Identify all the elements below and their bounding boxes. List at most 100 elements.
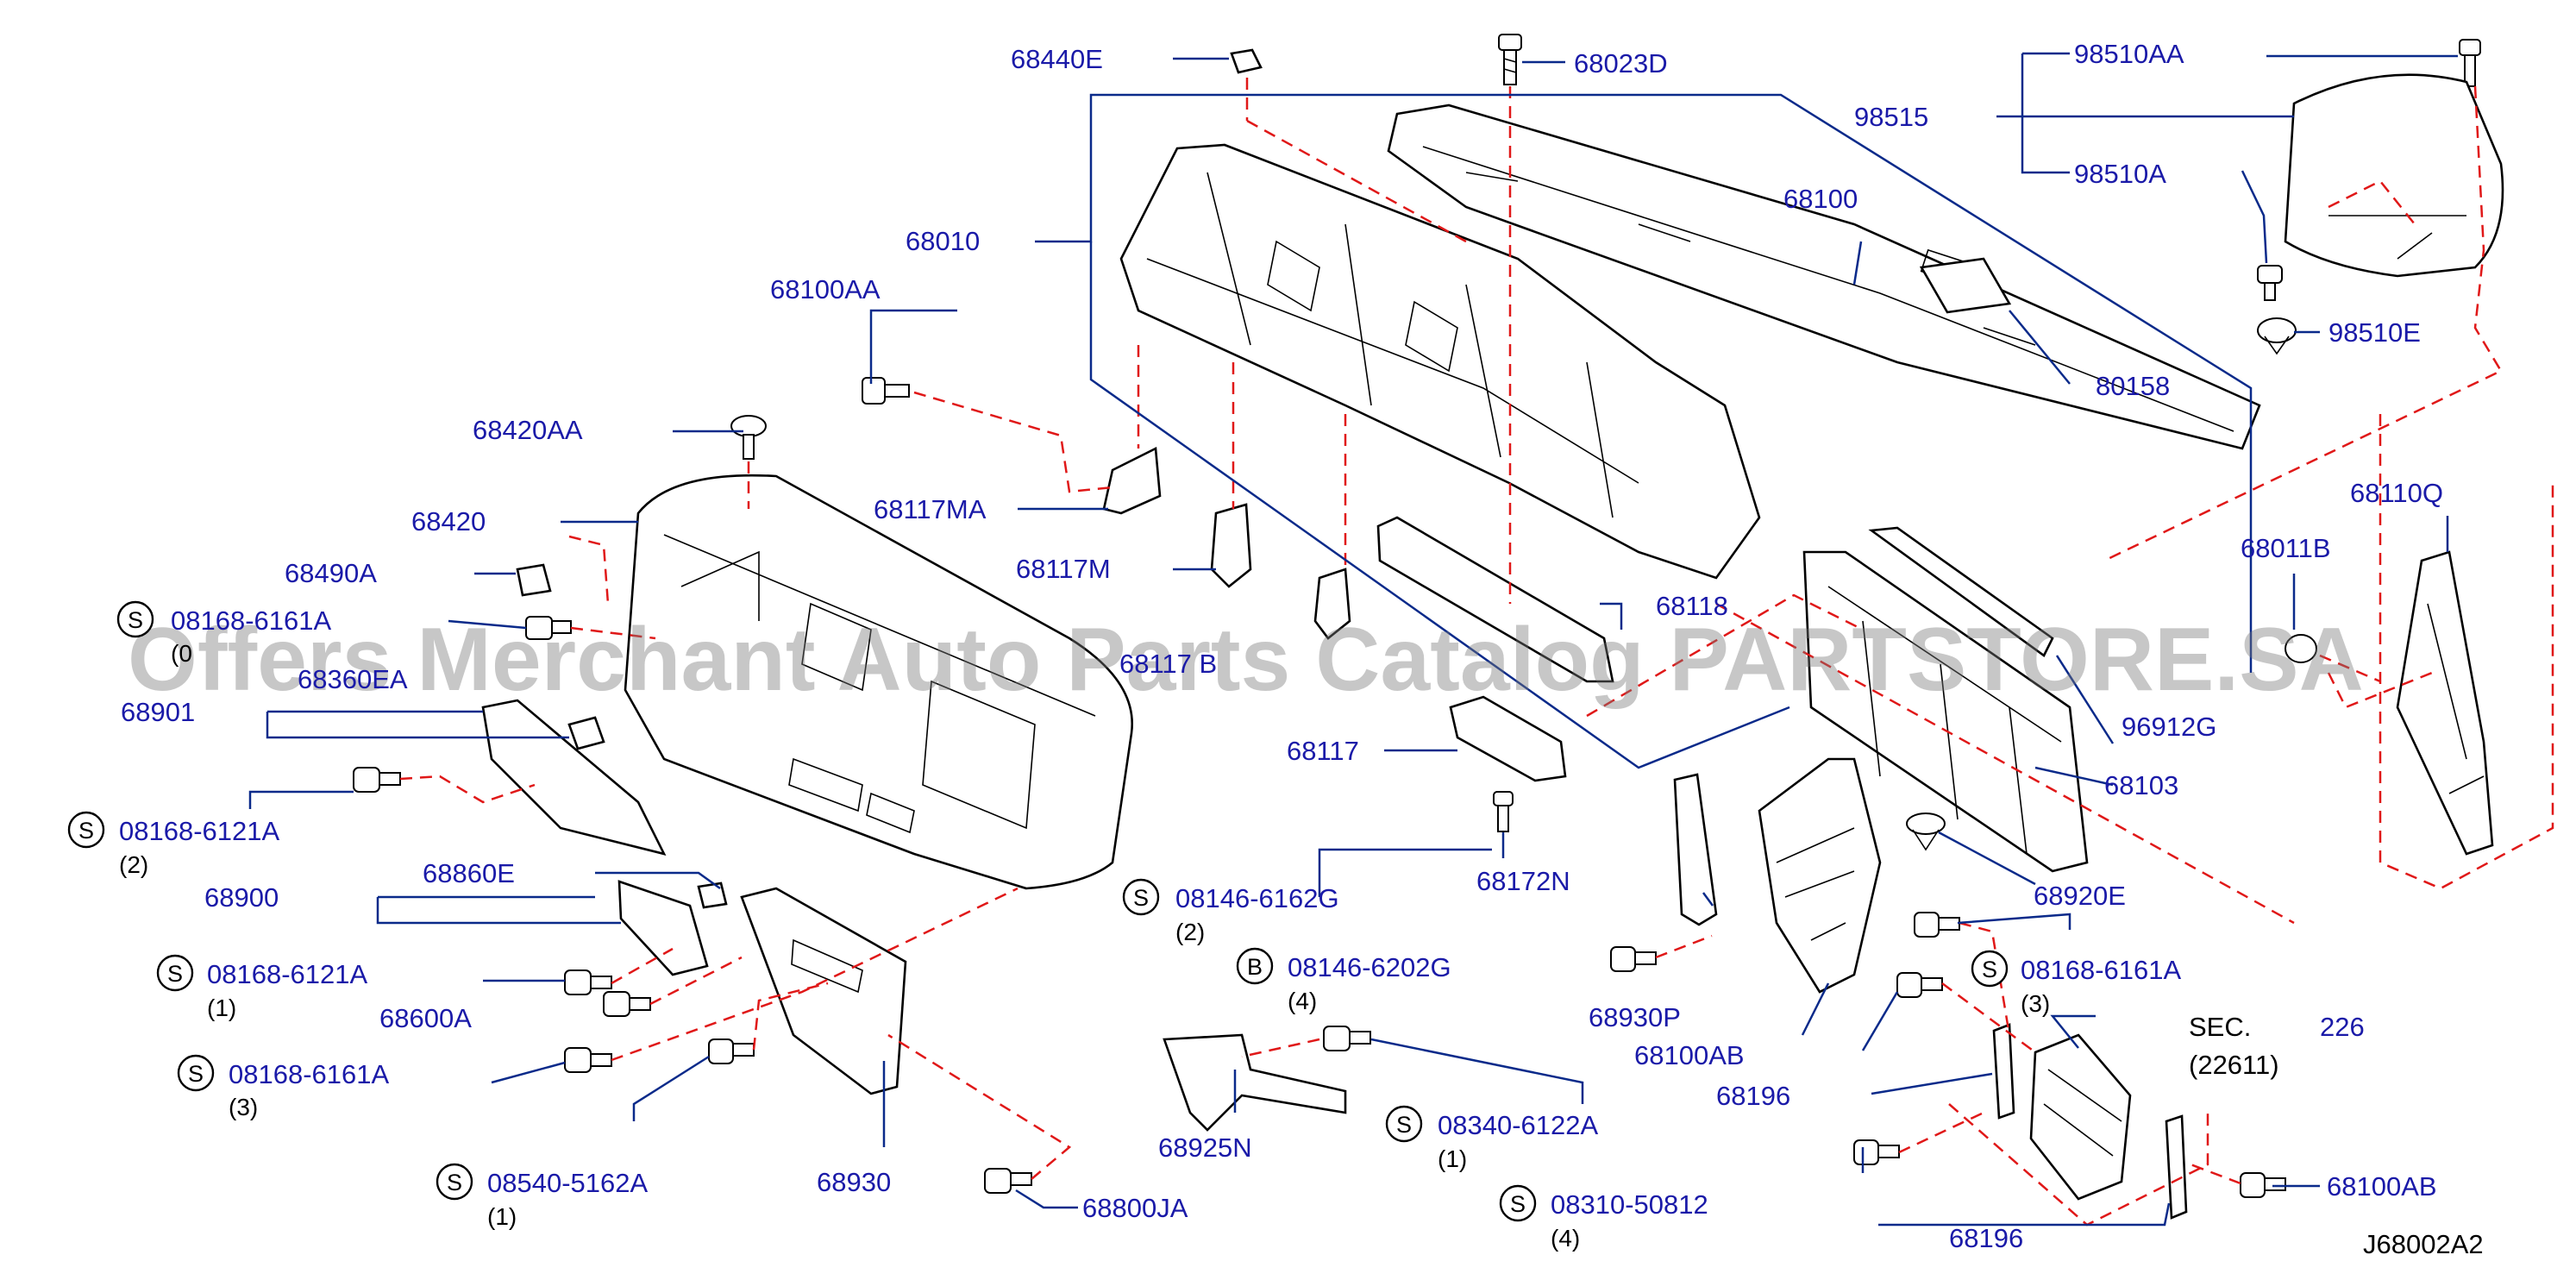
std-part-9[interactable]: S 08310-50812 (4) xyxy=(1499,1184,1708,1252)
assembly-dashed-lines xyxy=(399,78,2554,1227)
std-part-3[interactable]: S 08168-6121A (1) xyxy=(156,954,367,1021)
label-68011B[interactable]: 68011B xyxy=(2241,533,2331,563)
label-68420[interactable]: 68420 xyxy=(411,506,486,536)
label-68925N[interactable]: 68925N xyxy=(1158,1133,1252,1163)
label-68196-a[interactable]: 68196 xyxy=(1716,1081,1790,1111)
label-98510AA[interactable]: 98510AA xyxy=(2074,39,2184,69)
part-68196-bracket-a xyxy=(1992,1023,2015,1120)
std-part-number: 08168-6121A xyxy=(119,816,279,846)
part-68110Q-bracket xyxy=(2396,550,2494,856)
part-68860E-clip xyxy=(697,882,728,909)
label-68117M[interactable]: 68117M xyxy=(1016,554,1111,584)
std-part-symbol: S xyxy=(78,818,94,844)
label-80158[interactable]: 80158 xyxy=(2096,371,2170,401)
std-part-number: 08168-6121A xyxy=(207,959,367,989)
label-98510E[interactable]: 98510E xyxy=(2328,317,2421,348)
label-68010[interactable]: 68010 xyxy=(906,226,980,256)
std-part-number: 08146-6202G xyxy=(1288,952,1451,982)
label-68420AA[interactable]: 68420AA xyxy=(473,415,583,445)
label-68196-b[interactable]: 68196 xyxy=(1949,1223,2023,1253)
part-68920E-clip xyxy=(1906,813,1946,851)
label-96912G[interactable]: 96912G xyxy=(2122,712,2216,742)
part-96912G xyxy=(1868,526,2054,657)
part-68901-trim xyxy=(481,699,667,856)
std-part-qty: (4) xyxy=(1288,988,1317,1014)
label-68100AA[interactable]: 68100AA xyxy=(770,274,881,304)
std-part-number: 08310-50812 xyxy=(1551,1189,1708,1220)
std-part-callouts: S 08168-6161A (0 S 08168-6121A (2) S 081… xyxy=(67,600,2181,1252)
std-part-symbol: S xyxy=(188,1061,204,1087)
label-68117[interactable]: 68117 xyxy=(1287,736,1359,766)
label-68172N[interactable]: 68172N xyxy=(1476,866,1570,896)
std-part-5[interactable]: S 08540-5162A (1) xyxy=(436,1163,648,1230)
part-68420-cluster-lid xyxy=(624,474,1134,890)
part-68196-bracket-b xyxy=(2165,1114,2188,1220)
part-68023D-bolt xyxy=(1498,34,1522,85)
std-part-qty: (3) xyxy=(229,1094,258,1120)
label-68901[interactable]: 68901 xyxy=(121,697,195,727)
label-68100AB-b[interactable]: 68100AB xyxy=(2327,1171,2437,1202)
label-68100AB-a[interactable]: 68100AB xyxy=(1634,1040,1745,1070)
part-bolt-08146-6162G xyxy=(1493,791,1514,832)
part-labels: 68440E 68023D 98510AA 98515 98510A 98510… xyxy=(121,39,2484,1259)
std-part-number: 08340-6122A xyxy=(1438,1110,1598,1140)
label-98510A[interactable]: 98510A xyxy=(2074,159,2166,189)
std-part-8[interactable]: S 08340-6122A (1) xyxy=(1385,1105,1598,1172)
diagram-code: J68002A2 xyxy=(2363,1229,2484,1259)
std-part-1[interactable]: S 08168-6161A (0 xyxy=(116,600,331,667)
part-98510E-clip xyxy=(2257,317,2297,355)
std-part-qty: (4) xyxy=(1551,1225,1580,1252)
label-68110Q[interactable]: 68110Q xyxy=(2350,478,2443,508)
std-part-2[interactable]: S 08168-6121A (2) xyxy=(67,811,279,878)
std-part-symbol: B xyxy=(1247,954,1263,980)
std-part-number: 08168-6161A xyxy=(2021,955,2181,985)
label-68490A[interactable]: 68490A xyxy=(285,558,377,588)
part-68800JA-bolt xyxy=(984,1168,1032,1194)
part-68490A xyxy=(516,563,552,597)
std-part-qty: (1) xyxy=(487,1203,517,1230)
label-68800JA[interactable]: 68800JA xyxy=(1082,1193,1188,1223)
std-part-7[interactable]: B 08146-6202G (4) xyxy=(1236,947,1451,1014)
part-68118-bracket xyxy=(1376,516,1614,683)
label-68117B[interactable]: 68117 B xyxy=(1119,649,1217,679)
part-bolt-08168-6161A-c xyxy=(1914,912,1960,938)
std-part-symbol: S xyxy=(167,961,183,987)
std-part-4[interactable]: S 08168-6161A (3) xyxy=(177,1054,389,1120)
label-sec-226[interactable]: 226 xyxy=(2320,1012,2365,1042)
label-68920E[interactable]: 68920E xyxy=(2034,881,2126,911)
part-68117M-bracket xyxy=(1210,503,1252,588)
part-68925N-bracket xyxy=(1163,1033,1347,1132)
label-68360EA[interactable]: 68360EA xyxy=(298,664,408,694)
label-68117MA[interactable]: 68117MA xyxy=(874,494,987,524)
std-part-6[interactable]: S 08146-6162G (2) xyxy=(1122,878,1339,945)
label-68100[interactable]: 68100 xyxy=(1783,184,1858,214)
label-68930[interactable]: 68930 xyxy=(817,1167,891,1197)
part-68117MA-bracket xyxy=(1102,446,1162,515)
label-68118[interactable]: 68118 xyxy=(1656,591,1728,621)
label-68023D[interactable]: 68023D xyxy=(1574,48,1668,78)
part-68420AA-clip xyxy=(730,415,767,460)
label-68860E[interactable]: 68860E xyxy=(423,858,515,888)
label-sec-prefix: SEC. xyxy=(2189,1012,2251,1042)
std-part-qty: (1) xyxy=(1438,1145,1467,1172)
part-68011B-clip xyxy=(2285,634,2317,663)
label-68103[interactable]: 68103 xyxy=(2104,770,2178,800)
part-68100AB-bolt-b xyxy=(2240,1172,2286,1198)
label-68600A[interactable]: 68600A xyxy=(379,1003,472,1033)
label-sec-sub: (22611) xyxy=(2189,1050,2279,1080)
std-part-symbol: S xyxy=(1510,1191,1526,1217)
label-68440E[interactable]: 68440E xyxy=(1011,44,1103,74)
part-bolt-08168-6121A-a xyxy=(353,767,401,793)
part-68100AB-bolt-a xyxy=(1896,972,1943,998)
part-80158-pad xyxy=(1919,257,2012,314)
part-98515-cover xyxy=(2284,73,2504,278)
label-68900[interactable]: 68900 xyxy=(204,882,279,913)
part-68440E-clip xyxy=(1230,48,1263,74)
part-68100-member xyxy=(1387,104,2261,450)
std-part-10[interactable]: S 08168-6161A (3) xyxy=(1971,950,2181,1017)
std-part-qty: (1) xyxy=(207,995,236,1021)
label-98515[interactable]: 98515 xyxy=(1854,102,1928,132)
label-68930P[interactable]: 68930P xyxy=(1589,1002,1681,1032)
part-bolt-08168-6161A-b xyxy=(564,1047,612,1073)
